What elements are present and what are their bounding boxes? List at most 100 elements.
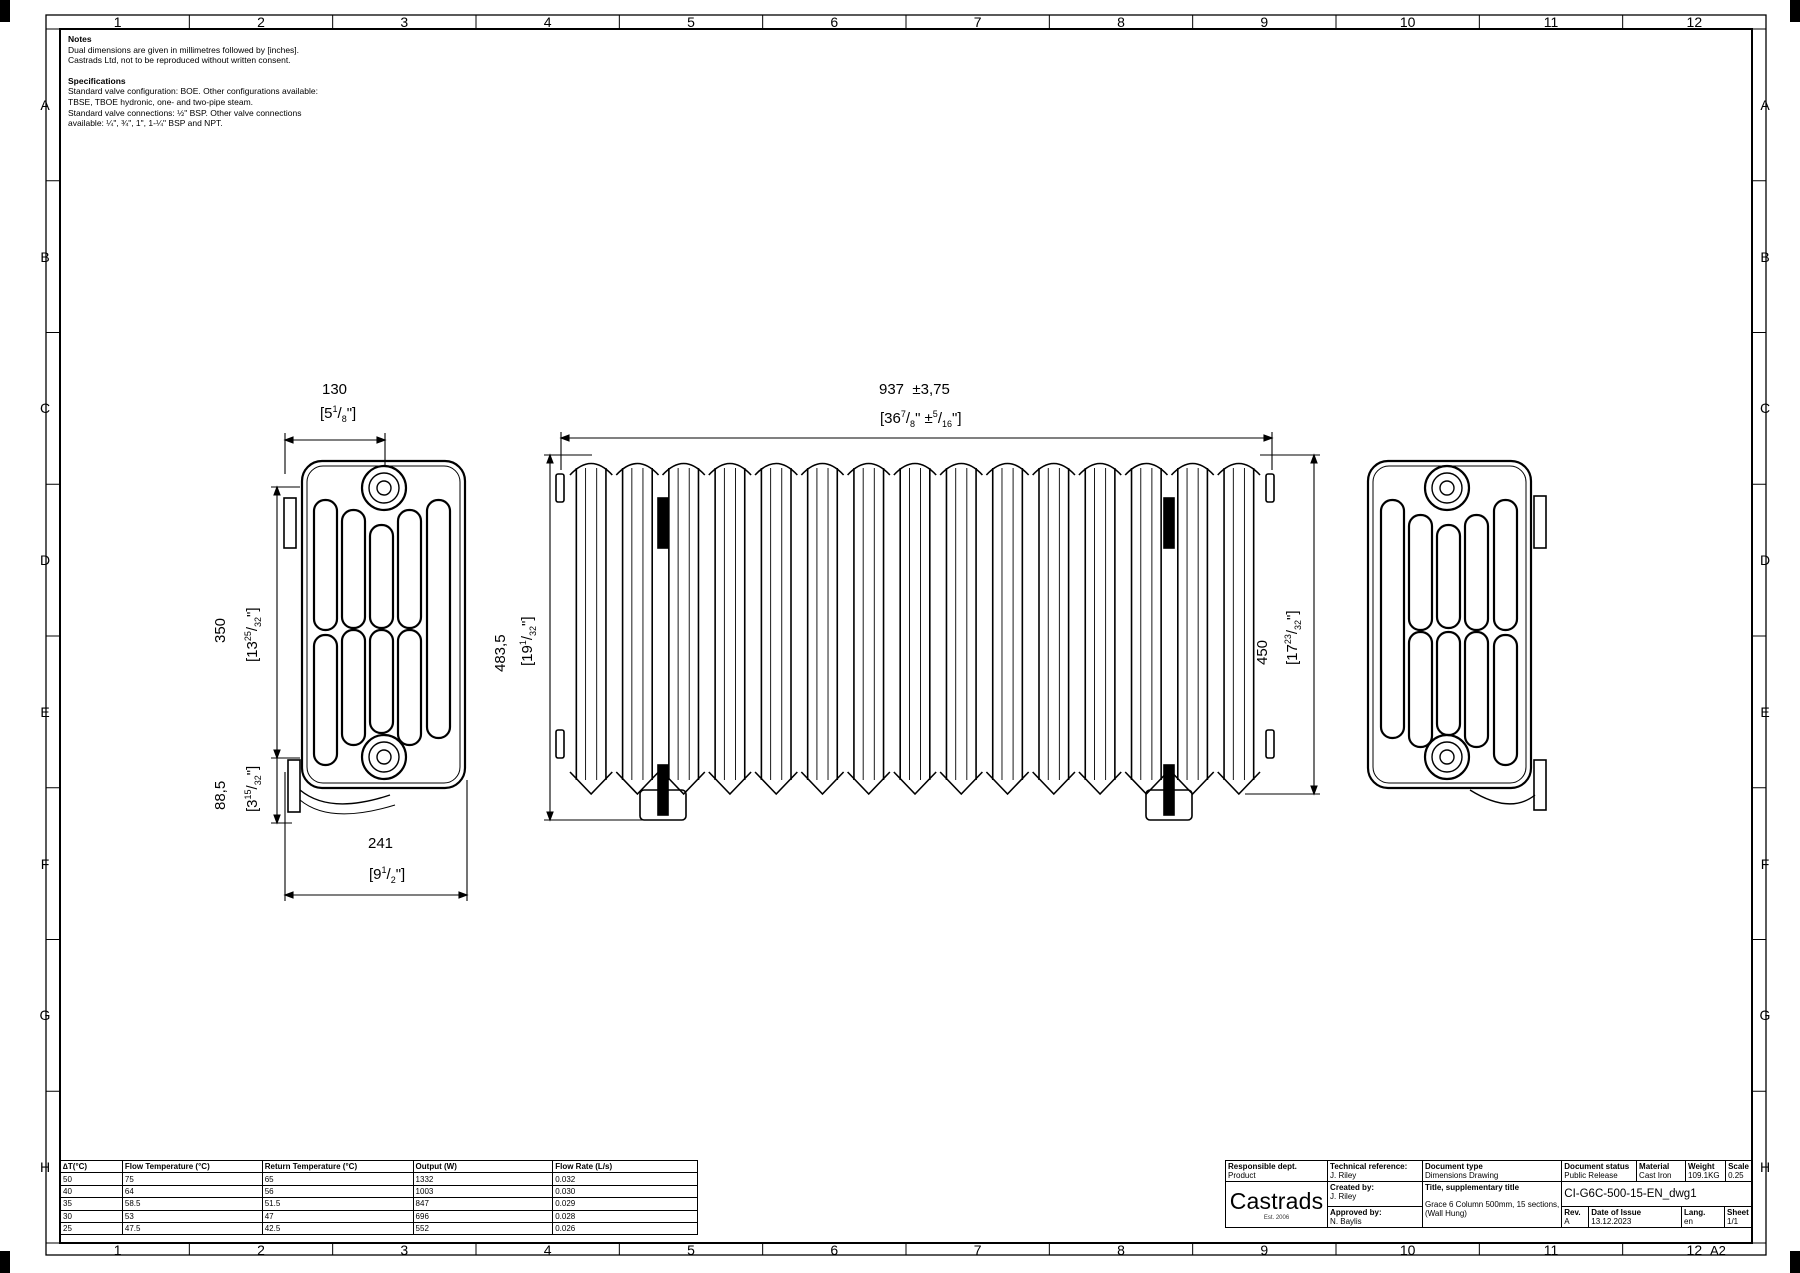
- dim-side-width-in: [51/8"]: [320, 404, 356, 424]
- zone-column-label: 4: [543, 14, 552, 30]
- spec-line: TBSE, TBOE hydronic, one- and two-pipe s…: [68, 96, 254, 107]
- table-cell: 552: [412, 1221, 554, 1236]
- dim-side-height-mm: 350: [212, 617, 229, 643]
- notes-line: Dual dimensions are given in millimetres…: [68, 44, 300, 55]
- radiator-section: [569, 462, 613, 796]
- radiator-section: [847, 462, 891, 796]
- table-cell: 696: [412, 1209, 554, 1223]
- table-cell: 0.029: [552, 1197, 698, 1211]
- title-cell: Title, supplementary title Grace 6 Colum…: [1421, 1181, 1563, 1228]
- zone-row-label: A: [40, 96, 50, 113]
- dim-side-height-in: [1325/32"]: [243, 607, 263, 662]
- header-cell: Flow Temperature (°C): [121, 1159, 263, 1174]
- table-cell: 25: [60, 1221, 123, 1236]
- zone-row-label: G: [39, 1007, 51, 1024]
- zone-column-label: 11: [1543, 1242, 1559, 1258]
- zone-row-label: E: [1760, 703, 1770, 720]
- radiator-section: [1032, 462, 1076, 796]
- dim-front-height-total-in: [191/32"]: [518, 616, 538, 666]
- table-cell: 47: [261, 1209, 414, 1223]
- header-cell: Output (W): [412, 1159, 554, 1174]
- zone-row-label: B: [40, 248, 50, 265]
- notes-heading: Notes: [68, 34, 92, 44]
- dimension-lines: [271, 432, 1320, 901]
- radiator-section: [1170, 462, 1215, 796]
- title-line-2: (Wall Hung): [1425, 1209, 1467, 1218]
- table-cell: 50: [60, 1172, 123, 1186]
- radiator-section: [1124, 462, 1169, 796]
- zone-row-label: A: [1760, 96, 1770, 113]
- radiator-front-view: [555, 462, 1275, 821]
- dim-front-height-body-mm: 450: [1254, 639, 1271, 665]
- zone-column-label: 10: [1399, 14, 1416, 30]
- table-cell: 58.5: [121, 1197, 263, 1211]
- table-cell: 40: [60, 1184, 123, 1199]
- table-cell: 47.5: [121, 1221, 263, 1236]
- zone-row-label: F: [1760, 855, 1770, 872]
- zone-ticks: [45, 15, 1767, 1255]
- zone-column-label: 10: [1399, 1242, 1416, 1258]
- radiator-side-view-left: [283, 459, 467, 815]
- created-by-cell: Created by:J. Riley: [1327, 1181, 1423, 1207]
- zone-column-label: 1: [113, 14, 122, 30]
- zone-row-label: E: [40, 703, 50, 720]
- output-table: ∆T(°C) Flow Temperature (°C) Return Temp…: [60, 1159, 698, 1236]
- zone-column-label: 2: [257, 1242, 265, 1258]
- zone-column-label: 9: [1260, 14, 1269, 30]
- zone-row-label: G: [1759, 1007, 1771, 1024]
- zone-column-label: 6: [830, 14, 839, 30]
- dim-side-depth-mm: 241: [368, 835, 394, 852]
- zone-column-label: 3: [400, 14, 409, 30]
- specifications-heading: Specifications: [68, 75, 126, 86]
- responsible-dept-cell: Responsible dept.Product: [1224, 1160, 1329, 1182]
- radiator-section: [985, 462, 1030, 796]
- table-cell: 0.028: [552, 1209, 698, 1223]
- dim-side-depth-in: [91/2"]: [369, 865, 406, 885]
- dim-side-bottom-mm: 88,5: [212, 780, 229, 810]
- zone-column-label: 7: [973, 1242, 982, 1258]
- dim-side-width-mm: 130: [322, 381, 348, 398]
- radiator-section: [800, 462, 845, 796]
- zone-row-label: F: [40, 855, 50, 872]
- zone-column-label: 1: [113, 1242, 122, 1258]
- zone-row-label: H: [1759, 1159, 1771, 1176]
- zone-row-label: H: [39, 1159, 51, 1176]
- logo-cell: Castrads Est. 2006: [1224, 1181, 1329, 1228]
- dim-front-height-total-mm: 483,5: [492, 634, 509, 672]
- spec-line: Standard valve connections: ½" BSP. Othe…: [68, 107, 302, 118]
- dim-in-box: [51/8"]: [320, 404, 357, 424]
- zone-column-label: 5: [687, 14, 695, 30]
- zone-column-label: 4: [543, 1242, 552, 1258]
- table-cell: 53: [121, 1209, 263, 1223]
- zone-column-label: 9: [1260, 1242, 1269, 1258]
- radiator-section: [939, 462, 983, 796]
- table-cell: 64: [121, 1184, 263, 1199]
- radiator-section: [1217, 462, 1261, 796]
- table-cell: 0.032: [552, 1172, 698, 1186]
- header-cell: Flow Rate (L/s): [552, 1159, 698, 1174]
- dim-front-height-body-in: [1723/32"]: [1283, 610, 1303, 665]
- table-cell: 51.5: [261, 1197, 414, 1211]
- castrads-logo: Castrads: [1229, 1188, 1324, 1214]
- zone-row-label: D: [39, 552, 51, 569]
- radiator-section: [661, 462, 706, 796]
- sheet-size: A2: [1710, 1243, 1726, 1258]
- table-cell: 65: [261, 1172, 414, 1186]
- zone-column-label: 5: [687, 1242, 695, 1258]
- zone-row-label: B: [1760, 248, 1770, 265]
- radiator-section: [708, 462, 752, 796]
- approved-by-cell: Approved by:N. Baylis: [1327, 1206, 1423, 1228]
- technical-reference-cell: Technical reference:J. Riley: [1327, 1160, 1423, 1182]
- dim-side-bottom-in: [315/32"]: [243, 765, 263, 812]
